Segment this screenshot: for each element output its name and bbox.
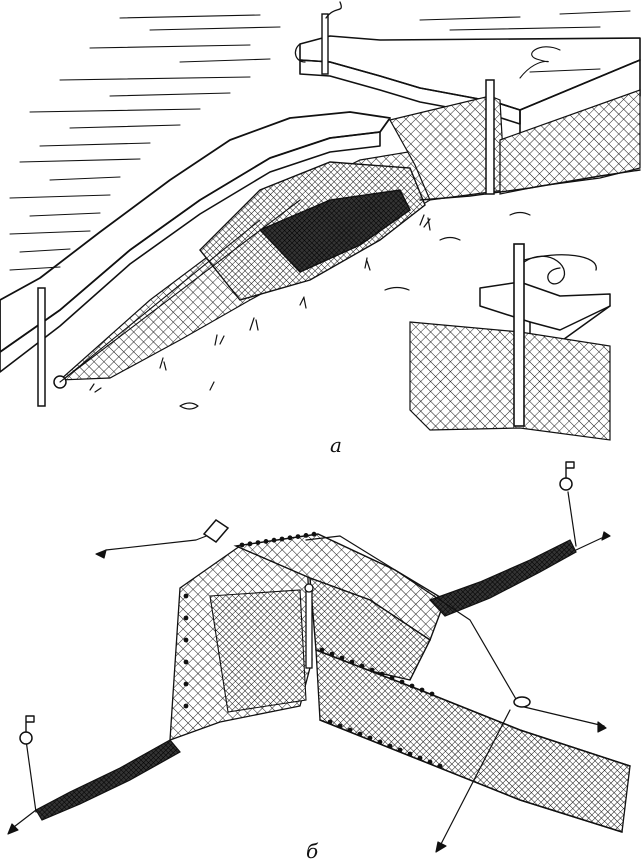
float-dot (319, 647, 325, 653)
water-line (59, 76, 251, 81)
stake-top (294, 1, 342, 75)
stake-upper (485, 79, 495, 195)
float-dot (271, 537, 277, 543)
float-dot (339, 655, 345, 661)
ice-floor-edge (419, 169, 641, 201)
buoy-top (202, 519, 230, 543)
float-dot (369, 667, 375, 673)
buoy-right (559, 461, 575, 491)
float-dot (183, 659, 189, 665)
water-line (149, 26, 281, 31)
inset-net (409, 321, 611, 441)
water-line (9, 266, 61, 271)
water-line (449, 26, 601, 31)
water-line (89, 44, 251, 49)
leader-wall-right (315, 649, 631, 833)
float-dot (399, 679, 405, 685)
stake-left (37, 287, 67, 407)
ice-channel-wall (0, 131, 381, 373)
float-dot (349, 659, 355, 665)
net-funnel-cone (258, 189, 411, 273)
panel-a-label: а (330, 433, 342, 457)
water-line (109, 92, 231, 97)
float-dot (183, 615, 189, 621)
float-dot (389, 675, 395, 681)
float-dot (183, 637, 189, 643)
codend-left (35, 739, 181, 821)
float-dot (367, 735, 373, 741)
water-line (9, 230, 91, 235)
inset-detail (409, 243, 611, 441)
float-dot (247, 541, 253, 547)
water-line (179, 58, 271, 63)
float-dot (183, 703, 189, 709)
water-line (29, 212, 101, 217)
float-dot (379, 671, 385, 677)
float-dot (429, 691, 435, 697)
pole-center (304, 583, 314, 669)
panel-b-label: б (306, 839, 319, 863)
float-dot (437, 763, 443, 769)
water-line (19, 248, 71, 253)
float-dot (409, 683, 415, 689)
float-dot (337, 723, 343, 729)
inset-stake (513, 243, 525, 427)
float-dot (183, 593, 189, 599)
net-leader-right (499, 89, 641, 195)
water-line (419, 16, 521, 21)
ground-tufts (89, 211, 531, 410)
water-line (69, 124, 181, 129)
float-dot (357, 731, 363, 737)
float-dot (407, 751, 413, 757)
float-dot (183, 681, 189, 687)
float-dot (311, 531, 317, 537)
codend-right (428, 539, 577, 617)
water-line (119, 14, 261, 19)
panel-b: б (7, 461, 631, 863)
float-dot (387, 743, 393, 749)
float-dot (427, 759, 433, 765)
panel-a: а (0, 1, 641, 457)
float-dot (239, 542, 245, 548)
water-line (29, 108, 201, 113)
float-dot (295, 534, 301, 539)
wing-net-left-inner (209, 589, 307, 713)
water-line (49, 176, 121, 181)
float-dot (417, 755, 423, 761)
float-dot (303, 533, 309, 538)
buoy-left (19, 715, 35, 745)
water-line (9, 194, 111, 199)
float-dot (347, 727, 353, 733)
float-dot (419, 687, 425, 693)
buoy-center (513, 696, 531, 708)
inset-ice-slab (479, 281, 611, 331)
float-dot (287, 535, 293, 541)
water-line (19, 158, 141, 163)
water-line (529, 68, 601, 73)
float-dot (397, 747, 403, 753)
float-dot (327, 719, 333, 725)
float-dot (359, 663, 365, 669)
float-dot (377, 739, 383, 745)
water-line (559, 10, 631, 15)
water-line (39, 142, 151, 147)
water-lines (9, 10, 631, 271)
float-dots (183, 531, 443, 769)
rope-lines (59, 46, 561, 383)
leader-wall-headrope (315, 649, 631, 767)
ice-bank-upper (299, 35, 641, 111)
float-dot (329, 651, 335, 657)
float-dot (255, 540, 261, 545)
float-dot (263, 539, 269, 544)
float-dot (279, 536, 285, 542)
